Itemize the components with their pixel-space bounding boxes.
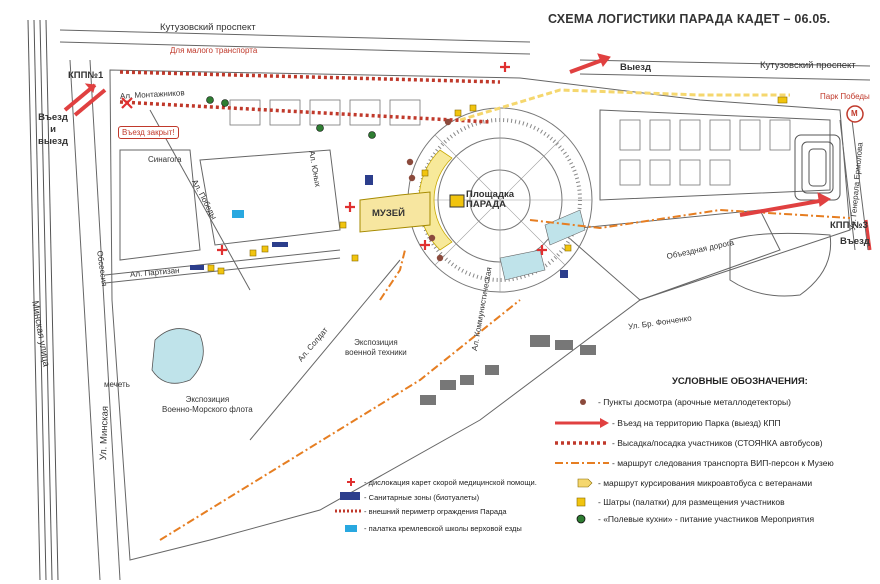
legend-item-minibus: - маршрут курсирования микроавтобуса с в… (598, 478, 813, 488)
label-parade-square: Площадка ПАРАДА (466, 189, 515, 210)
label-entry-right: Въезд (840, 236, 870, 247)
medical-crosses (121, 62, 547, 255)
label-small-transport: Для малого транспорта (170, 46, 258, 55)
label-metro: M (851, 109, 858, 118)
legend-item-kitchens: - «Полевые кухни» - питание участников М… (598, 514, 815, 524)
exit-arrows (63, 53, 872, 251)
label-kutuzovsky-right: Кутузовский проспект (760, 60, 856, 71)
field-kitchens (206, 96, 376, 139)
roads (59, 29, 871, 581)
legend-item-kpp: - Въезд на территорию Парка (выезд) КПП (612, 418, 781, 428)
riding-school-tent (232, 210, 244, 218)
checkpoints (406, 118, 452, 262)
legend-title: УСЛОВНЫЕ ОБОЗНАЧЕНИЯ: (672, 376, 808, 387)
label-exit-top: Выезд (620, 62, 652, 73)
legend-item-bus: - Высадка/посадка участников (СТОЯНКА ав… (612, 438, 823, 448)
legend-item-vip: - маршрут следования транспорта ВИП-перс… (612, 458, 834, 468)
label-entry-exit-left: Въезд и выезд (38, 112, 68, 147)
right-ornament (729, 232, 832, 297)
label-kpp3: КПП №3 (830, 220, 868, 231)
grey-buildings (420, 335, 596, 405)
label-entry-closed: Въезд закрыт! (118, 126, 179, 139)
toilets (190, 175, 568, 278)
label-exposition-navy: Экспозиция Военно-Морского флота (162, 395, 253, 414)
label-park-pobedy: Парк Победы (820, 92, 870, 101)
legend-symbols (335, 399, 609, 532)
label-kpp1: КПП№1 (68, 70, 104, 81)
label-ul-minskaya: Ул. Минская (98, 405, 111, 461)
label-exposition-tech: Экспозиция военной техники (345, 338, 407, 357)
label-kutuzovsky-top: Кутузовский проспект (160, 22, 256, 33)
minibus-route (459, 88, 790, 122)
bus-parking-routes (119, 70, 501, 124)
museum-building (359, 191, 431, 233)
building-blocks (229, 99, 791, 186)
legend-item-checkpoints: - Пункты досмотра (арочные металлодетект… (598, 397, 791, 407)
legend-item-medical: - дислокация карет скорой медицинской по… (364, 478, 537, 487)
navy-lake (151, 328, 204, 384)
vip-route (159, 208, 851, 541)
legend-item-riding: - палатка кремлевской школы верховой езд… (364, 524, 522, 533)
metro-logo (846, 105, 864, 123)
legend-item-tents: - Шатры (палатки) для размещения участни… (598, 497, 785, 507)
map-title: СХЕМА ЛОГИСТИКИ ПАРАДА КАДЕТ – 06.05. (548, 12, 831, 26)
legend-item-toilets: - Санитарные зоны (биотуалеты) (364, 493, 480, 502)
legend-item-perimeter: - внешний периметр ограждения Парада (364, 507, 507, 516)
tents (207, 96, 788, 275)
railway (27, 19, 59, 581)
label-sinagoga: Синагога (148, 155, 182, 164)
label-museum: МУЗЕЙ (372, 208, 405, 219)
label-mechet: мечеть (104, 380, 130, 389)
